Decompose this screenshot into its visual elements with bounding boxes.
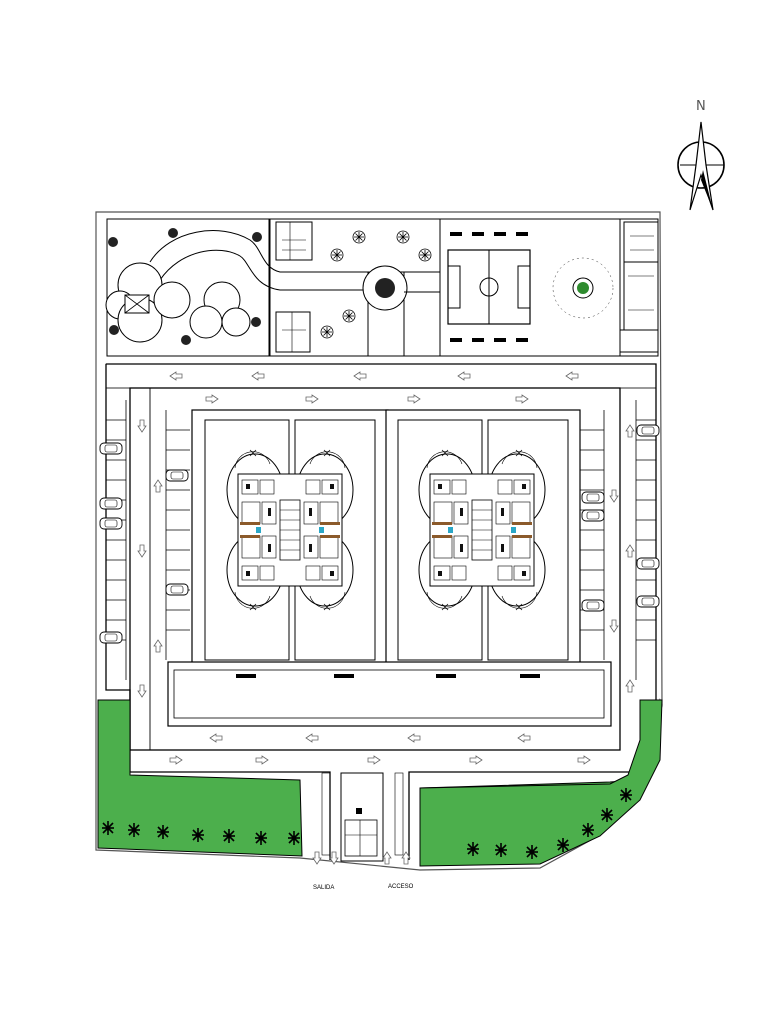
residential-blocks	[167, 409, 612, 727]
green-areas	[97, 698, 663, 867]
recreation-park	[105, 218, 659, 357]
exit-label: SALIDA	[313, 885, 334, 891]
north-compass-icon: N	[677, 99, 725, 211]
gatehouse	[312, 772, 411, 865]
entry-label: ACCESO	[388, 884, 414, 890]
north-label: N	[696, 99, 706, 114]
sports-field	[447, 232, 531, 342]
parking-ring	[99, 363, 660, 860]
